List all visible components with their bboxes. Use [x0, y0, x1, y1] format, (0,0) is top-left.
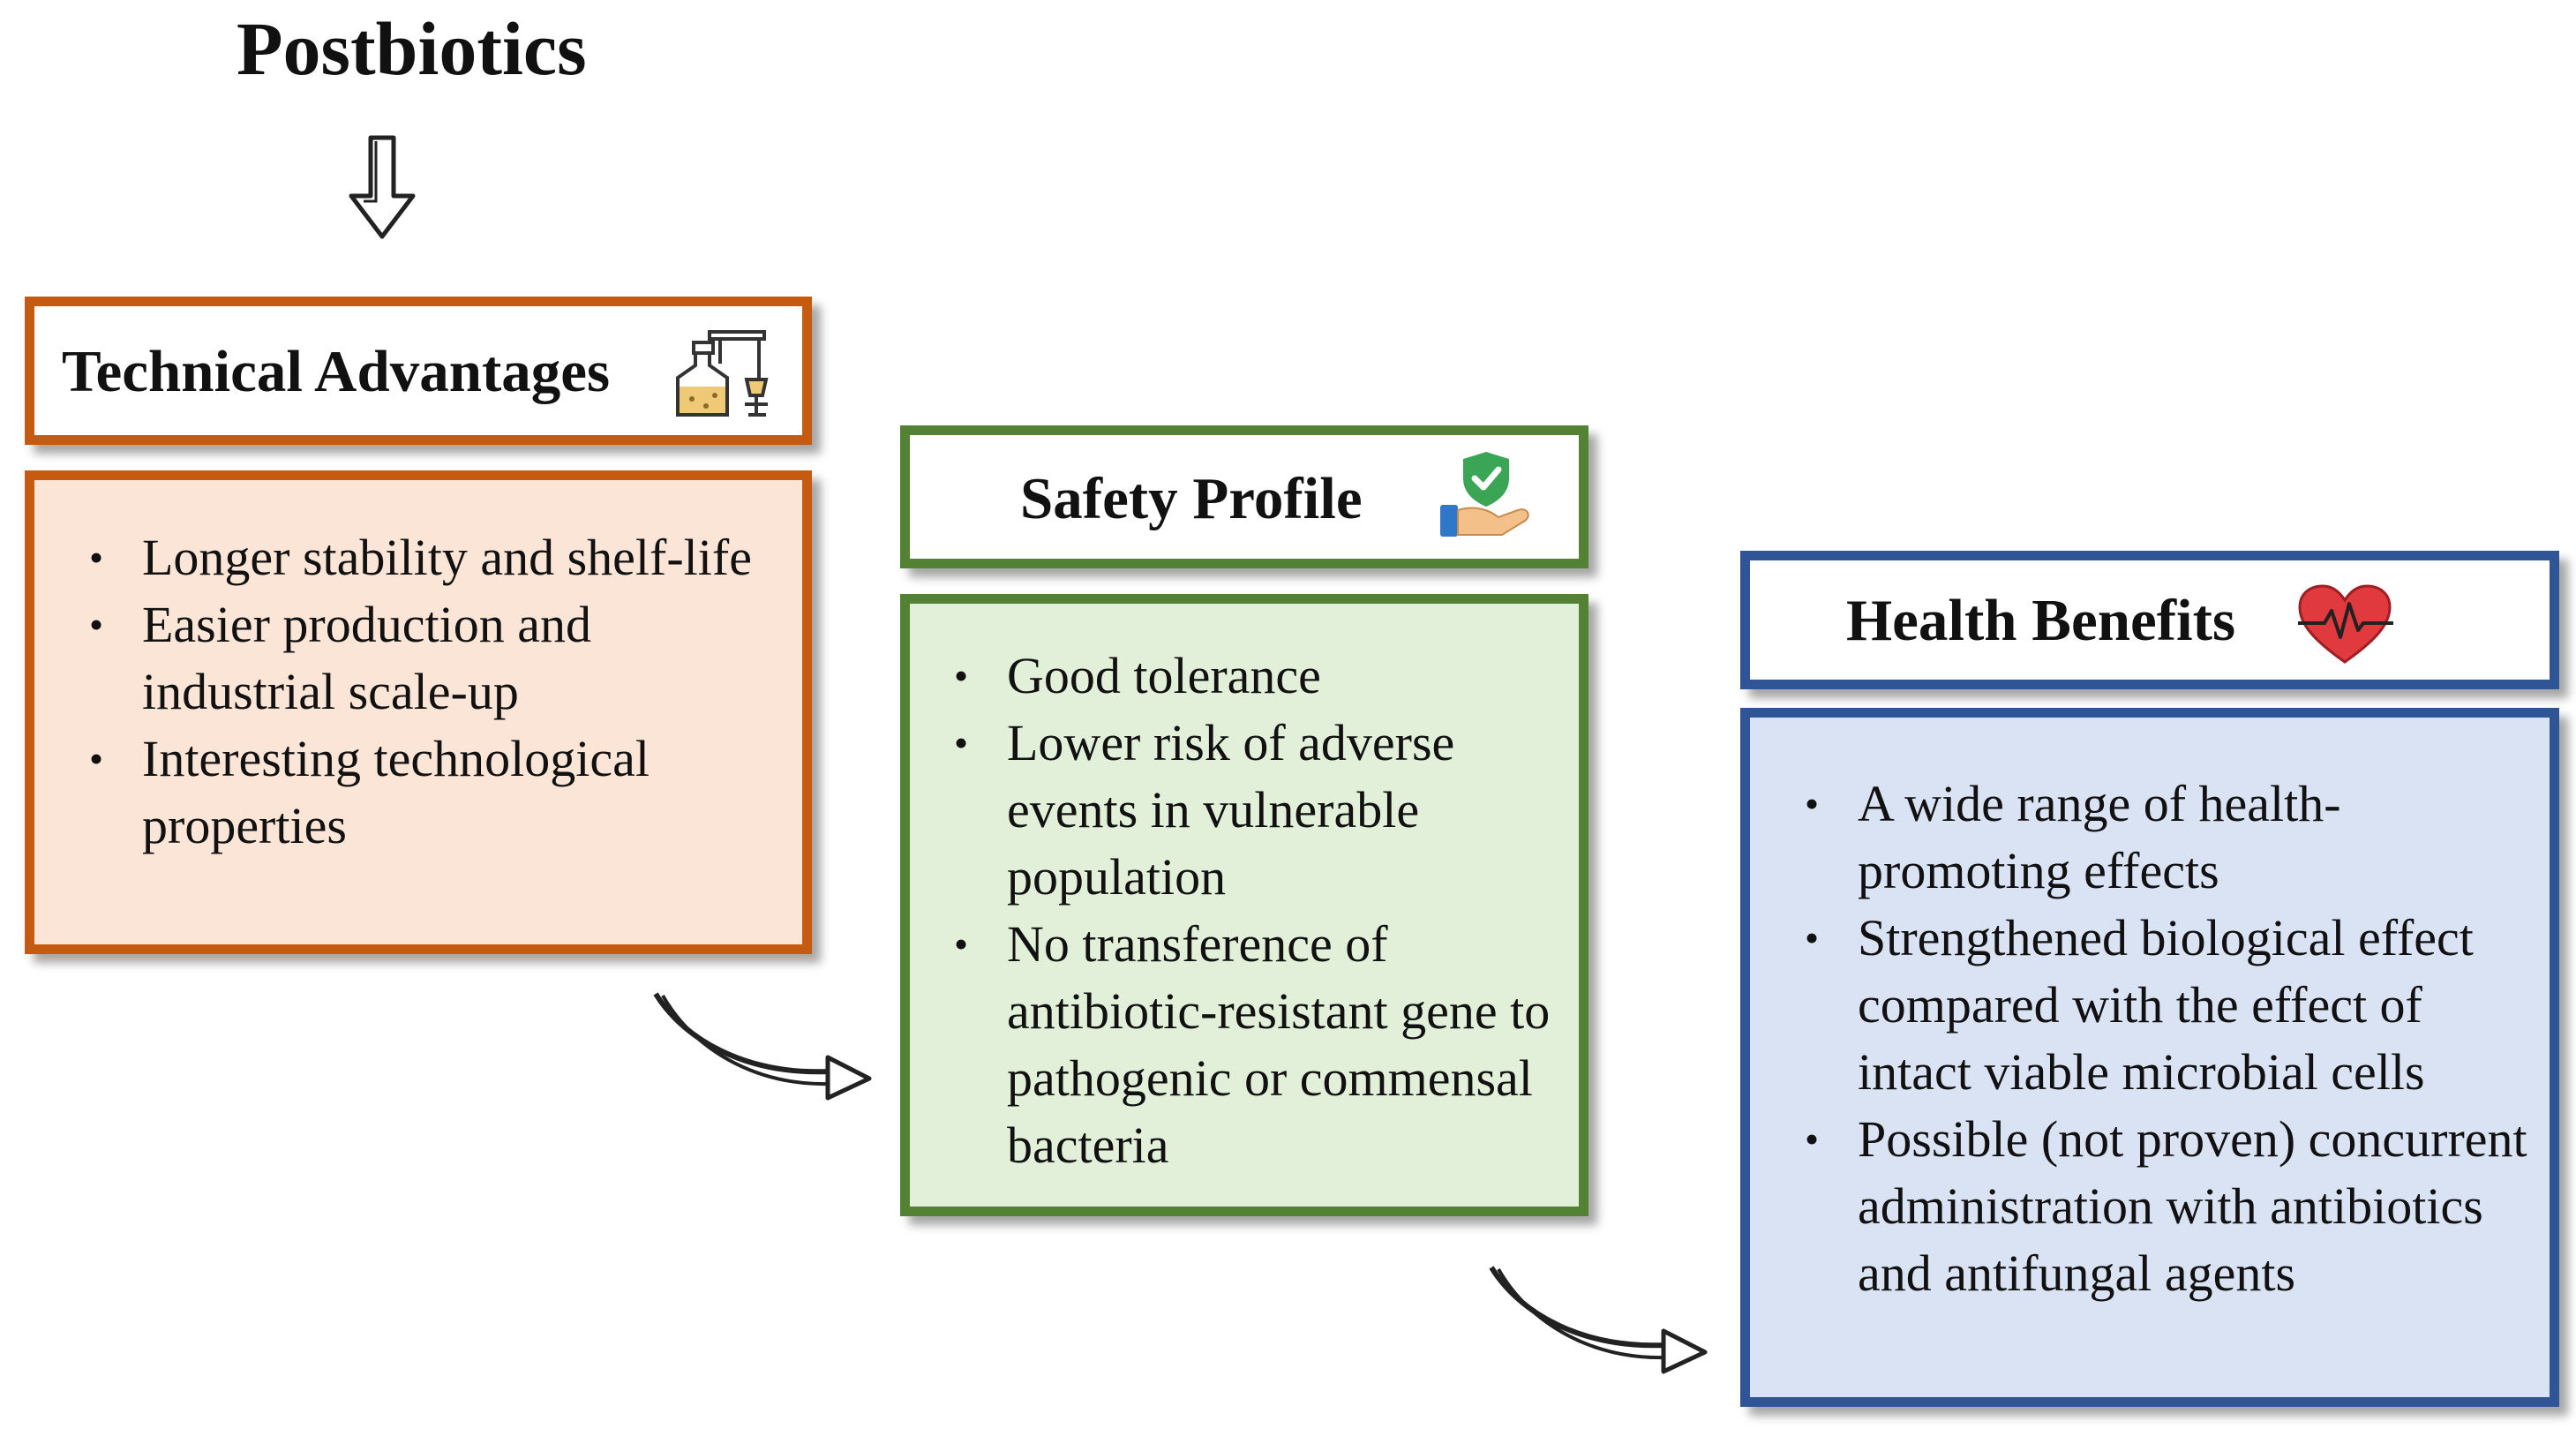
hand-shield-check-icon — [1440, 452, 1529, 537]
health-benefits-box: A wide range of health-promoting effects… — [1740, 708, 2559, 1407]
list-item: Lower risk of adverse events in vulnerab… — [954, 710, 1572, 911]
list-item: No transference of antibiotic-resistant … — [954, 911, 1572, 1179]
list-item: A wide range of health-promoting effects — [1805, 771, 2546, 905]
list-item: Longer stability and shelf-life — [89, 524, 769, 591]
down-arrow — [349, 135, 416, 239]
curved-arrow-2 — [1489, 1266, 1708, 1374]
technical-advantages-box: Longer stability and shelf-life Easier p… — [25, 470, 812, 954]
list-item: Possible (not proven) concurrent adminis… — [1805, 1106, 2546, 1307]
lab-equipment-icon — [676, 330, 769, 417]
heart-pulse-icon — [2298, 584, 2393, 664]
list-item: Good tolerance — [954, 643, 1572, 710]
curved-arrow-1 — [653, 992, 872, 1101]
list-item: Easier production and industrial scale-u… — [89, 591, 769, 726]
diagram-title: Postbiotics — [237, 6, 587, 91]
safety-profile-box: Good tolerance Lower risk of adverse eve… — [900, 594, 1588, 1216]
health-benefits-heading: Health Benefits — [1846, 588, 2236, 653]
list-item: Strengthened biological effect compared … — [1805, 905, 2546, 1106]
health-benefits-header — [1740, 551, 2559, 689]
list-item: Interesting technological properties — [89, 726, 769, 860]
technical-advantages-heading: Technical Advantages — [62, 339, 611, 404]
safety-profile-heading: Safety Profile — [1020, 466, 1363, 531]
technical-advantages-header — [25, 297, 812, 445]
